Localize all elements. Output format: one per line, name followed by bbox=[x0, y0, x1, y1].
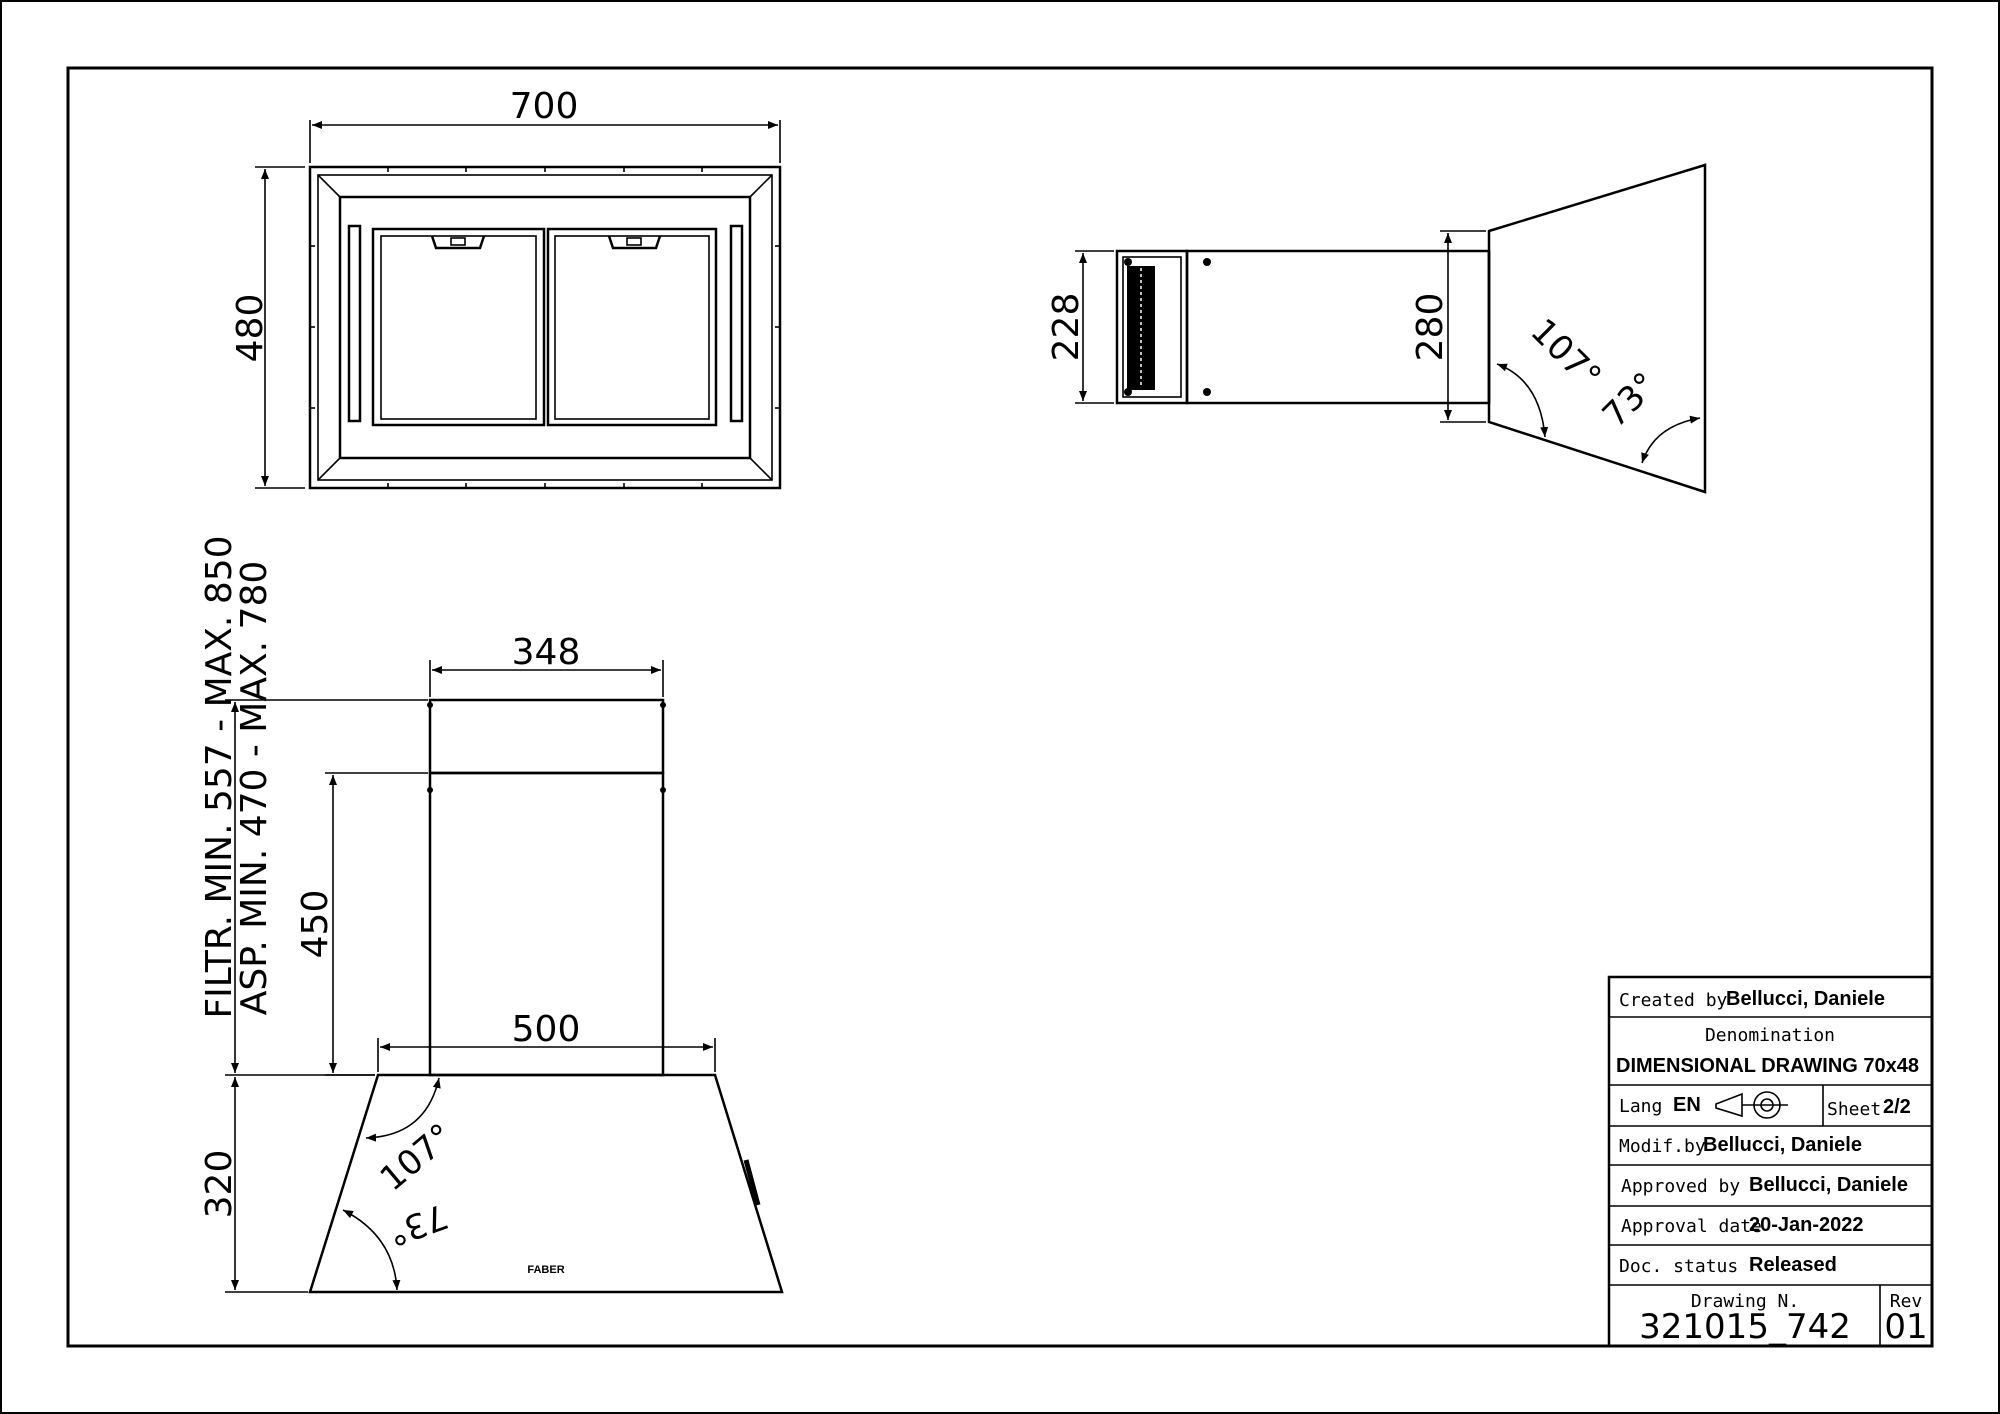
doc-status-value: Released bbox=[1749, 1254, 1837, 1276]
lang-label: Lang bbox=[1619, 1096, 1662, 1117]
denomination-label: Denomination bbox=[1705, 1025, 1835, 1046]
canopy-width-dimension: 500 bbox=[377, 1009, 716, 1072]
filtr-range-label: FILTR. MIN. 557 - MAX. 850 bbox=[199, 535, 240, 1018]
projection-symbol-icon bbox=[1715, 1091, 1788, 1119]
total-height-dimension: FILTR. MIN. 557 - MAX. 850 ASP. MIN. 470… bbox=[199, 535, 428, 1073]
side-angle-107: 107° bbox=[1496, 311, 1609, 438]
chimney-width-dimension: 348 bbox=[429, 632, 664, 697]
top-view bbox=[308, 165, 782, 490]
sheet-value: 2/2 bbox=[1883, 1096, 1911, 1118]
front-view: FABER bbox=[308, 698, 784, 1294]
brand-logo: FABER bbox=[527, 1264, 564, 1276]
approved-value: Bellucci, Daniele bbox=[1749, 1174, 1908, 1196]
canopy-height-label: 320 bbox=[199, 1150, 240, 1219]
approved-label: Approved by bbox=[1621, 1176, 1740, 1197]
side-angle-107-label: 107° bbox=[1523, 311, 1609, 397]
lang-value: EN bbox=[1673, 1094, 1701, 1116]
top-height-dimension: 480 bbox=[230, 166, 305, 489]
canopy-height-dimension: 320 bbox=[199, 1074, 375, 1293]
canopy-width-label: 500 bbox=[512, 1009, 581, 1050]
title-block: Created by Bellucci, Daniele Denominatio… bbox=[1607, 975, 1934, 1348]
top-height-label: 480 bbox=[230, 294, 271, 363]
sheet-label: Sheet bbox=[1827, 1099, 1881, 1120]
chimney-height-label: 450 bbox=[295, 890, 336, 959]
approval-date-label: Approval date bbox=[1621, 1216, 1762, 1237]
front-angle-73: 73° bbox=[342, 1195, 453, 1291]
asp-range-label: ASP. MIN. 470 - MAX. 780 bbox=[234, 561, 275, 1016]
side-height-large-dimension: 280 bbox=[1410, 230, 1486, 423]
side-view bbox=[1115, 163, 1707, 494]
doc-status-label: Doc. status bbox=[1619, 1256, 1738, 1277]
chimney-height-dimension: 450 bbox=[295, 772, 428, 1076]
front-angle-73-label: 73° bbox=[383, 1195, 453, 1253]
side-angle-73-label: 73° bbox=[1595, 365, 1666, 436]
side-height-small-label: 228 bbox=[1046, 293, 1087, 362]
modif-label: Modif.by bbox=[1619, 1136, 1706, 1157]
rev-label: Rev bbox=[1890, 1291, 1923, 1312]
denomination-value: DIMENSIONAL DRAWING 70x48 bbox=[1616, 1055, 1919, 1077]
rev-value: 01 bbox=[1884, 1307, 1927, 1347]
side-height-large-label: 280 bbox=[1410, 293, 1451, 362]
drawing-number-value: 321015_742 bbox=[1639, 1307, 1851, 1347]
side-height-small-dimension: 228 bbox=[1046, 250, 1114, 404]
front-angle-107: 107° bbox=[365, 1077, 461, 1199]
created-by-value: Bellucci, Daniele bbox=[1726, 988, 1885, 1010]
chimney-width-label: 348 bbox=[512, 632, 581, 673]
modif-value: Bellucci, Daniele bbox=[1703, 1134, 1862, 1156]
created-by-label: Created by bbox=[1619, 990, 1728, 1011]
top-width-label: 700 bbox=[510, 86, 579, 127]
drawing-number-label: Drawing N. bbox=[1691, 1291, 1799, 1312]
front-angle-107-label: 107° bbox=[373, 1116, 461, 1199]
top-width-dimension: 700 bbox=[309, 86, 781, 163]
side-angle-73: 73° bbox=[1595, 365, 1701, 464]
drawing-frame bbox=[66, 66, 1934, 1348]
approval-date-value: 20-Jan-2022 bbox=[1749, 1214, 1864, 1236]
